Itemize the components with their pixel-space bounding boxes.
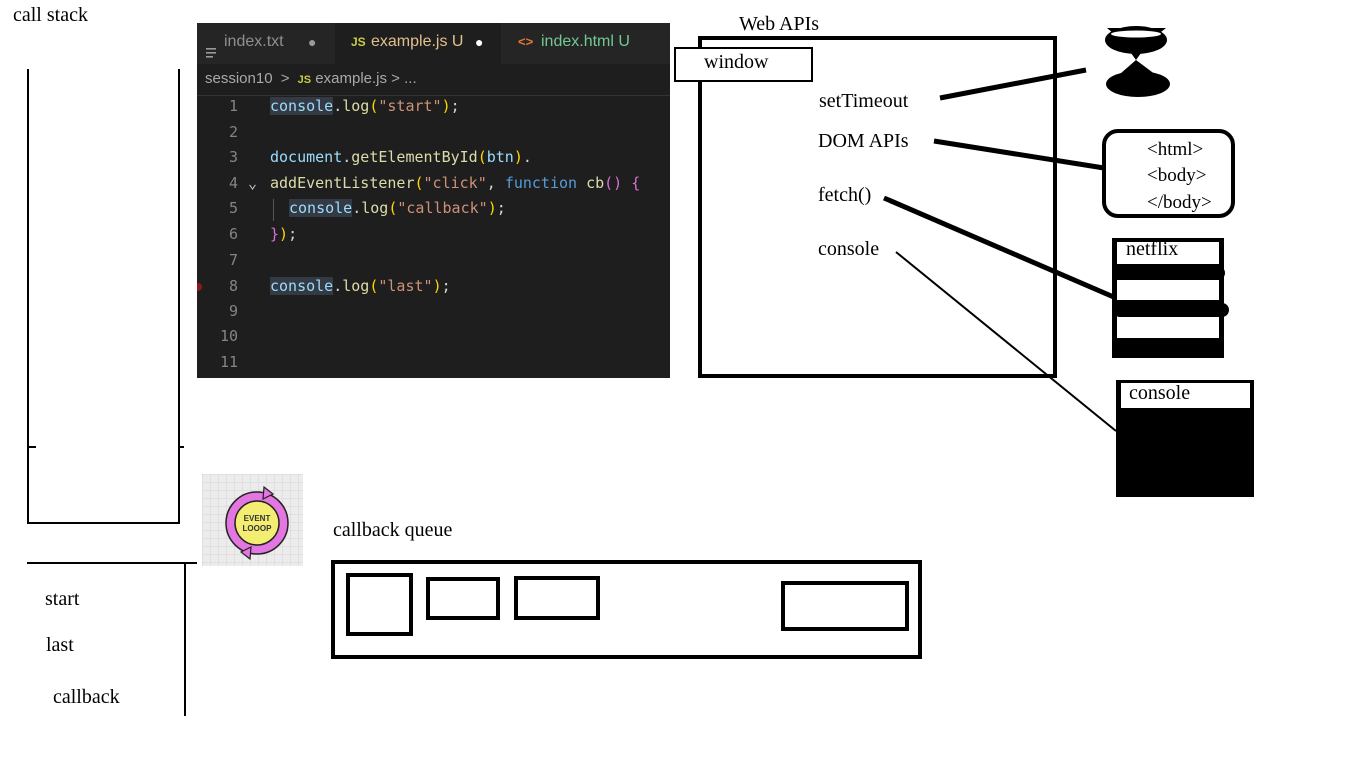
js-file-icon: JS [351,35,366,49]
output-start: start [45,588,80,610]
callback-queue-title: callback queue [333,519,453,541]
chevron-right-icon: > [391,70,400,87]
html-file-icon: <> [518,34,534,49]
code-line-10: 10 [219,327,238,345]
tab-label: example.js U [371,33,464,50]
console-label: console [1129,382,1191,404]
code-line-6: 6}); [228,225,298,243]
code-line-11: 11 [219,353,238,371]
breakpoint-icon[interactable] [197,283,202,291]
chevron-right-icon: > [280,70,290,87]
event-loop-text-1: EVENT [244,514,271,523]
unsaved-dot-icon: ● [308,34,317,50]
unsaved-dot-icon: ● [475,34,484,50]
window-label: window [704,51,769,73]
event-loop-icon: EVENT LOOOP [202,474,303,566]
editor-tab-bar: index.txt ● JS example.js U ● <> index.h… [197,23,670,64]
api-settimeout: setTimeout [819,90,909,112]
terminal-icon [1116,380,1254,497]
tab-label: index.html U [541,33,630,50]
dom-document-icon [1102,129,1235,218]
api-fetch: fetch() [818,184,872,206]
tab-example-js[interactable]: JS example.js U ● [335,23,501,64]
tab-index-txt[interactable]: index.txt ● [197,23,334,64]
tab-label: index.txt [224,33,284,50]
breadcrumb-folder[interactable]: session10 [205,70,273,87]
network-server-icon [1112,238,1229,358]
breadcrumb: session10 > JS example.js > ... [205,70,417,87]
breadcrumb-divider [197,95,670,96]
output-last: last [46,634,74,656]
web-apis-title: Web APIs [739,13,820,35]
event-loop-text-2: LOOOP [243,524,273,533]
netflix-label: netflix [1126,238,1179,260]
js-file-icon: JS [297,74,312,86]
tab-index-html[interactable]: <> index.html U [502,23,670,64]
chevron-down-icon[interactable]: ⌄ [248,174,258,192]
code-line-7: 7 [228,251,238,269]
breadcrumb-file[interactable]: example.js [315,70,387,87]
api-dom-apis: DOM APIs [818,130,909,152]
text-file-icon [206,36,217,58]
output-callback: callback [53,686,120,708]
code-line-9: 9 [228,302,238,320]
dom-body-close-tag: </body> [1147,192,1212,213]
call-stack-box [27,69,197,716]
dom-body-tag: <body> [1147,165,1207,186]
dom-html-tag: <html> [1147,139,1204,160]
code-line-4: 4⌄addEventListener("click", function cb(… [228,174,641,192]
code-line-2: 2 [228,123,238,141]
api-console: console [818,238,880,260]
breadcrumb-more[interactable]: ... [404,70,417,87]
hourglass-icon [1105,26,1170,97]
code-editor: index.txt ● JS example.js U ● <> index.h… [197,23,670,378]
call-stack-title: call stack [13,4,88,26]
